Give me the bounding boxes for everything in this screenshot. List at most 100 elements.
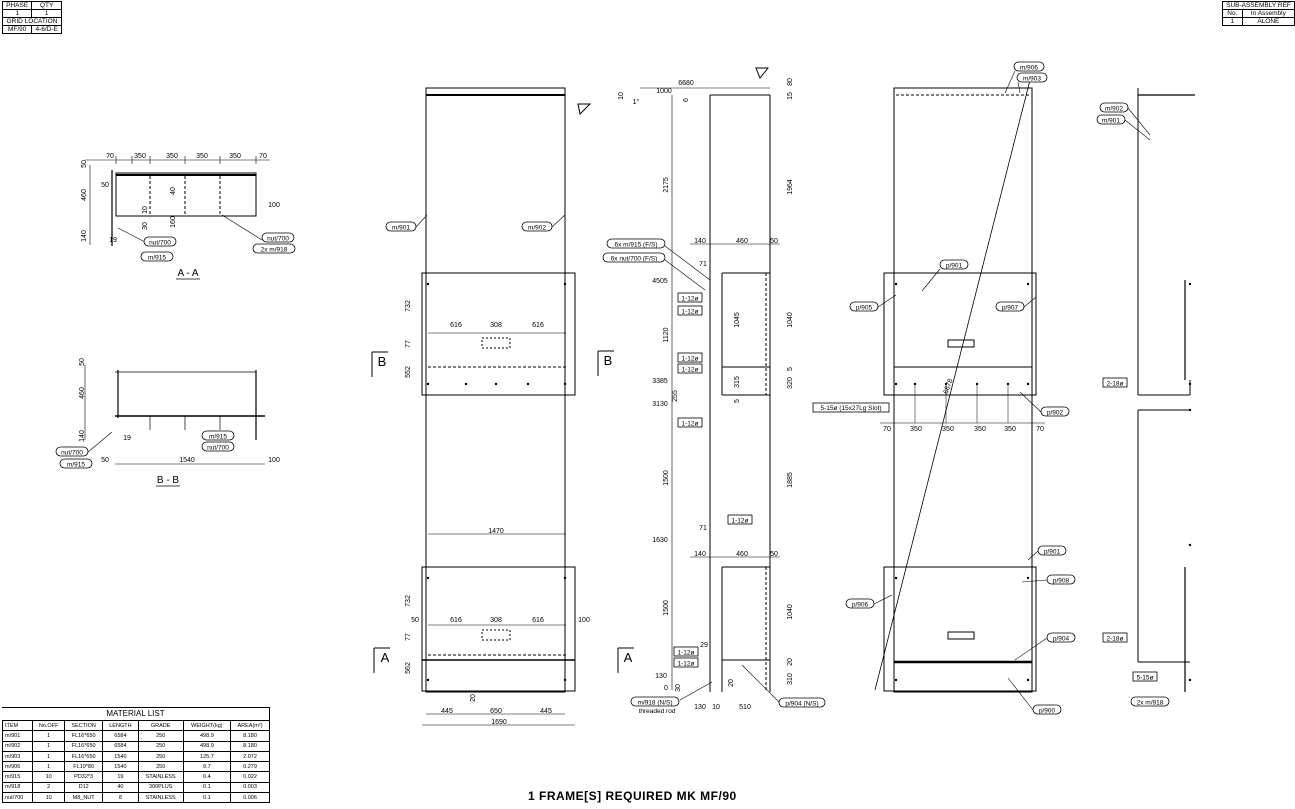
leader-line	[679, 681, 713, 701]
tb-grid: 4-6/D-E	[31, 25, 62, 34]
part-tag-frame	[140, 251, 174, 262]
part-tag-nut-700: nut/700	[267, 236, 289, 243]
cell: 6584	[102, 740, 139, 752]
dimension-text: 50	[101, 457, 109, 464]
rear-frame-outline	[893, 87, 1033, 693]
dimension-text: 562	[405, 662, 412, 674]
bolt-hole-mark	[1188, 382, 1192, 386]
part-tag-p-907: p/907	[1002, 305, 1019, 312]
dimension-text: 460	[736, 238, 748, 245]
dimension-text: 0	[664, 685, 668, 692]
cell: 0.1	[182, 781, 232, 794]
part-tag-p-902: p/902	[1047, 410, 1064, 417]
cell: 0.003	[230, 781, 270, 794]
dimension-text: 308	[490, 617, 502, 624]
part-tag-frame	[1096, 114, 1126, 125]
rear-slot	[947, 631, 975, 640]
part-tag-frame	[1032, 704, 1062, 715]
part-tag-p-906: p/906	[852, 602, 869, 609]
cell: 1540	[102, 750, 139, 763]
cell: m/906	[1, 761, 34, 773]
cell: 250	[137, 740, 184, 752]
dimension-text: 1470	[488, 528, 504, 535]
part-tag-frame	[849, 301, 879, 312]
part-tag-frame	[385, 221, 417, 232]
part-tag-frame	[201, 430, 235, 441]
part-tag-2x-m-918: 2x m/918	[261, 247, 288, 254]
hole-tag-1-12: 1-12ø	[678, 650, 695, 657]
bolt-hole-mark	[1188, 678, 1192, 682]
cell: 2	[32, 781, 66, 794]
cell: FL16*650	[64, 730, 104, 742]
hole-tag-frame	[1132, 671, 1158, 682]
bolt-hole-mark	[494, 382, 498, 386]
col-header: ITEM	[1, 719, 34, 732]
dimension-text: 1045	[734, 312, 741, 328]
part-tag-frame	[252, 243, 296, 254]
leader-line	[873, 594, 893, 605]
part-tag-p-905: p/905	[856, 305, 873, 312]
rear-upper-panel	[883, 272, 1037, 396]
leader-line	[1004, 70, 1016, 94]
bolt-hole-mark	[426, 576, 430, 580]
tb-mark: MF/90	[1, 25, 33, 34]
cell: 1540	[102, 761, 139, 773]
cell: nut/700	[1, 792, 34, 804]
tb-no-value: 1	[1222, 17, 1243, 26]
dimension-text: 616	[532, 617, 544, 624]
cell: 9.7	[182, 761, 232, 773]
dimension-text: 1040	[787, 312, 794, 328]
dimension-text: 4505	[652, 278, 668, 285]
part-tag-m-915: m/915	[67, 462, 85, 469]
cell: 498.9	[182, 730, 232, 742]
part-tag-p-901: p/901	[1044, 549, 1061, 556]
col-header: GRADE	[137, 719, 184, 732]
part-tag-frame	[201, 441, 235, 452]
cell: 1	[32, 730, 66, 742]
tb-qty-header: QTY	[31, 1, 62, 10]
dimension-text: 1690	[491, 719, 507, 726]
dimension-text: 320	[787, 377, 794, 389]
bolt-hole-mark	[426, 678, 430, 682]
part-tag-frame	[1046, 574, 1076, 585]
dimension-text: 50	[770, 551, 778, 558]
cell: m/915	[1, 771, 34, 783]
cell: D12	[64, 781, 104, 794]
tb-subassembly-header: SUB-ASSEMBLY REF	[1222, 1, 1295, 10]
part-tag-nut-700: nut/700	[149, 240, 171, 247]
cell: 10	[32, 792, 66, 804]
part-tag-6x-nut-700: 6x nut/700 (F/S)	[611, 256, 658, 263]
part-tag-frame	[1037, 545, 1067, 556]
dimension-text: 732	[405, 595, 412, 607]
part-tag-m-901: m/901	[1102, 118, 1120, 125]
bolt-hole-mark	[894, 678, 898, 682]
front-cleat	[481, 337, 511, 349]
dimension-text: 140	[694, 551, 706, 558]
dimension-text: 77	[405, 633, 412, 641]
dimension-text: 510	[739, 704, 751, 711]
leader-line	[664, 245, 711, 281]
rear-diagonal-brace	[874, 79, 1031, 691]
section-marker-a: A	[624, 650, 633, 665]
tb-in-assembly-header: In Assembly	[1241, 9, 1295, 18]
dimension-text: 50	[81, 160, 88, 168]
part-tag-m-915: m/915	[148, 255, 166, 262]
bolt-hole-mark	[1026, 678, 1030, 682]
bolt-hole-mark	[563, 576, 567, 580]
part-tag-p-904: p/904	[1053, 636, 1070, 643]
part-tag-frame	[606, 238, 666, 249]
hole-tag-5-15: 5-15ø	[1137, 675, 1154, 682]
material-list-header-row: ITEM No.OFF SECTION LENGTH GRADE WEIGHT(…	[1, 719, 270, 732]
dimension-text: 50	[770, 238, 778, 245]
leader-line	[1007, 677, 1034, 711]
dimension-text: 130	[655, 673, 667, 680]
dimension-text: 1120	[663, 327, 670, 342]
cell: m/903	[1, 750, 34, 763]
leader-line	[1124, 119, 1151, 141]
dimension-text: 350	[974, 426, 986, 433]
dimension-text: 70	[106, 153, 114, 160]
